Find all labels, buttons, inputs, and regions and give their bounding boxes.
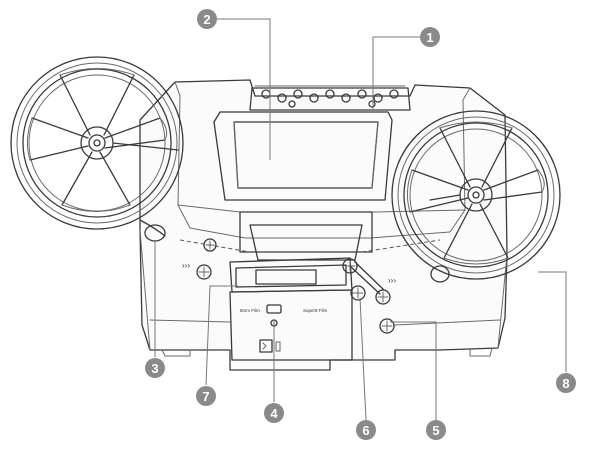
callout-7: 7 bbox=[196, 386, 216, 406]
right-rollers: ››› bbox=[342, 258, 396, 334]
callouts: 1 2 3 4 5 6 bbox=[145, 9, 576, 440]
film-gate bbox=[179, 211, 441, 261]
callout-6: 6 bbox=[356, 420, 376, 440]
left-arrows: ››› bbox=[182, 261, 190, 270]
callout-7-number: 7 bbox=[202, 389, 209, 404]
right-arrows: ››› bbox=[388, 276, 396, 285]
label-8mm-film: 8mm Film bbox=[240, 308, 260, 313]
roller-lower[interactable] bbox=[350, 285, 366, 301]
control-panel bbox=[249, 85, 411, 111]
callout-3: 3 bbox=[145, 358, 165, 378]
control-buttons bbox=[261, 89, 399, 108]
indicator-slot bbox=[275, 341, 281, 352]
roller-upper[interactable] bbox=[342, 258, 358, 274]
callout-2: 2 bbox=[197, 9, 217, 29]
lcd-screen bbox=[213, 111, 393, 201]
tension-arm-roller[interactable] bbox=[375, 289, 391, 305]
kodak-logo-icon bbox=[259, 339, 273, 353]
callout-5: 5 bbox=[426, 420, 446, 440]
callout-4-number: 4 bbox=[270, 406, 278, 421]
callout-8-number: 8 bbox=[562, 376, 569, 391]
callout-4: 4 bbox=[264, 403, 284, 423]
callout-1-number: 1 bbox=[426, 30, 433, 45]
left-guide-roller[interactable] bbox=[196, 264, 212, 280]
callout-2-number: 2 bbox=[203, 12, 210, 27]
callout-8: 8 bbox=[556, 373, 576, 393]
callout-3-number: 3 bbox=[151, 361, 158, 376]
callout-1: 1 bbox=[420, 27, 440, 47]
right-guide-roller[interactable] bbox=[379, 318, 395, 334]
label-super8-film: Super8 Film bbox=[303, 308, 328, 313]
right-reel[interactable] bbox=[391, 110, 561, 283]
format-switch[interactable] bbox=[266, 304, 282, 314]
callout-6-number: 6 bbox=[362, 423, 369, 438]
left-rollers: ››› bbox=[182, 238, 217, 280]
film-holder: 8mm Film Super8 Film bbox=[229, 257, 353, 361]
callout-5-number: 5 bbox=[432, 423, 439, 438]
